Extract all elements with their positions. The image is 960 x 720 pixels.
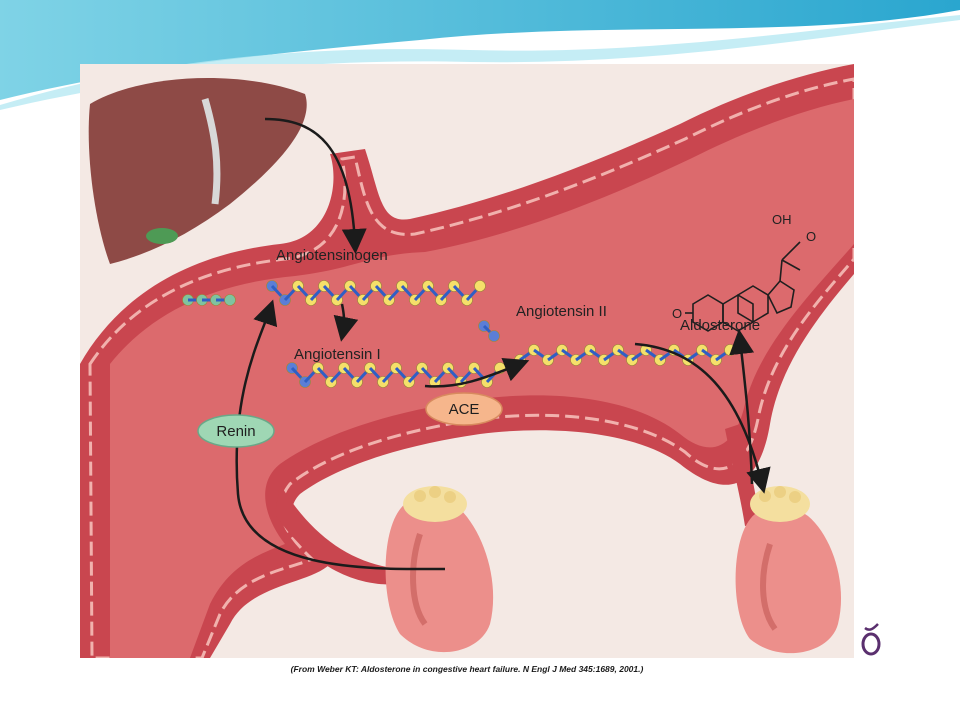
publisher-logo-icon [861, 623, 881, 656]
ketone-oxygen-label: O [806, 229, 816, 244]
aldosterone-structure [685, 241, 801, 332]
left-adrenal-gland [403, 486, 467, 522]
left-kidney [385, 497, 494, 653]
liver-to-angiotensinogen-arrow [264, 117, 367, 254]
vessel-wall-inner-edge [88, 77, 854, 658]
ace-label: ACE [449, 401, 480, 418]
amino-acid-bead [488, 330, 500, 342]
angiotensin-i-chain [286, 362, 506, 388]
amino-acid-bead [224, 294, 236, 306]
amino-acid-bead [724, 344, 736, 356]
adrenal-to-aldosterone-arrow [729, 329, 755, 485]
flow-arrows [235, 117, 771, 571]
angiotensinogen-label: Angiotensinogen [276, 247, 388, 264]
raas-figure: Angiotensinogen Angiotensin I Angiotensi… [80, 64, 854, 658]
oh-label: OH [772, 212, 792, 227]
right-adrenal-gland [750, 486, 810, 522]
right-kidney [735, 506, 842, 654]
liver [88, 77, 307, 265]
ring-oxygen-label: O [672, 306, 682, 321]
ace-badge: ACE [425, 392, 503, 426]
renin-label: Renin [216, 423, 255, 440]
angiotensinogen-to-angiotensin-i-arrow [333, 303, 359, 342]
amino-acid-bead [474, 280, 486, 292]
angiotensin-ii-to-adrenal-arrow [634, 342, 771, 494]
kidney-renin-arrow [235, 299, 446, 571]
angiotensin-ii-label: Angiotensin II [516, 303, 607, 320]
top-wave-band [0, 0, 960, 100]
angiotensinogen-chain [182, 280, 486, 306]
renin-badge: Renin [197, 414, 275, 448]
raas-diagram: Angiotensinogen Angiotensin I Angiotensi… [80, 64, 854, 658]
figure-caption: (From Weber KT: Aldosterone in congestiv… [290, 664, 644, 674]
angiotensin-i-label: Angiotensin I [294, 346, 381, 363]
angiotensin-i-to-ii-arrow [424, 357, 530, 388]
aldosterone-label: Aldosterone [680, 317, 760, 334]
